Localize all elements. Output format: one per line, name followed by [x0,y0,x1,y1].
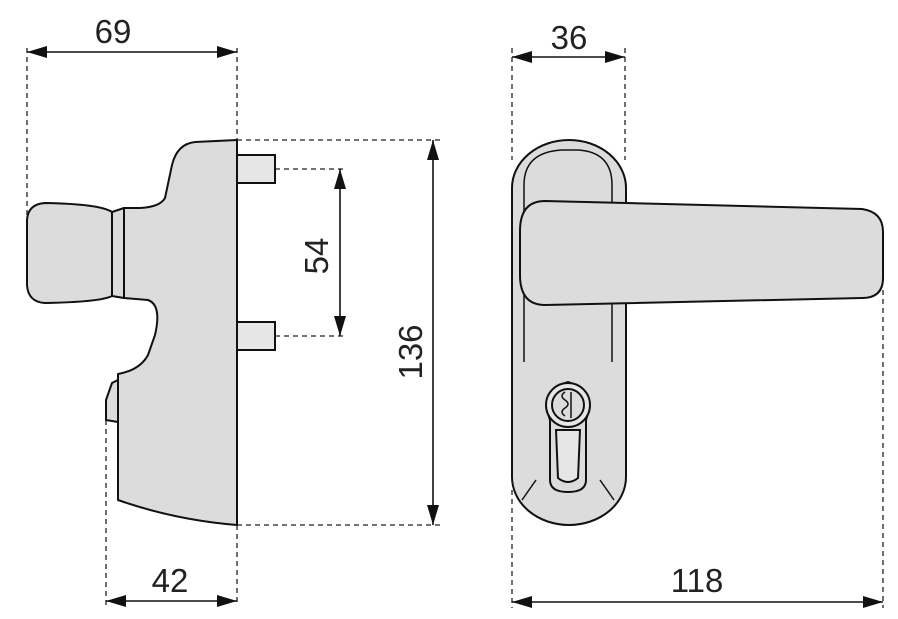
dimension-label-54: 54 [298,238,335,275]
dimension-overall-depth: 69 [27,13,237,58]
front-view [511,48,884,608]
dimension-label-136: 136 [392,324,429,379]
cylinder-lock [545,381,591,493]
latch-tab [105,379,119,423]
knob [26,202,113,304]
dimension-label-36: 36 [551,19,588,56]
side-view [26,48,440,605]
plate-recess [523,149,613,362]
lever-handle [519,200,884,306]
dimension-label-42: 42 [152,562,189,599]
housing-body [117,139,238,526]
dimension-label-69: 69 [95,13,132,50]
dimension-total-height: 136 [392,140,439,525]
plate-recess-lower [521,479,615,501]
dimension-pin-spacing: 54 [298,169,346,336]
dimension-lever-length: 118 [512,562,883,608]
lower-pin [236,321,276,351]
dimension-plate-width: 36 [512,19,625,63]
knob-neck [111,207,125,299]
dimension-label-118: 118 [671,562,724,599]
dimension-body-depth: 42 [106,562,237,607]
upper-pin [236,154,276,184]
